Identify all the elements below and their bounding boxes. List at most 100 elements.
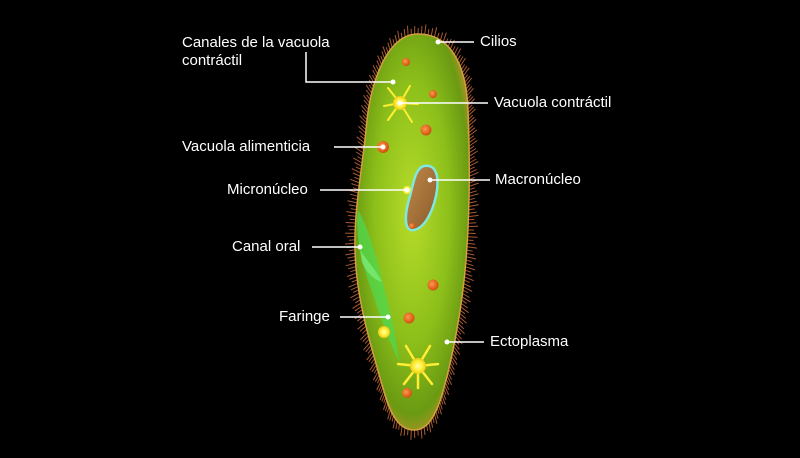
cilium xyxy=(468,193,479,197)
cilium xyxy=(463,283,472,288)
cilium xyxy=(420,428,423,439)
cilium xyxy=(468,116,475,123)
cilium xyxy=(348,204,357,207)
cilium xyxy=(466,86,473,93)
cilium xyxy=(351,197,358,201)
cilium xyxy=(344,242,355,245)
cilium xyxy=(467,96,474,103)
cilium xyxy=(365,345,372,353)
cilium xyxy=(468,129,478,137)
cilium xyxy=(353,289,359,293)
leader-canales xyxy=(305,52,393,83)
cilium xyxy=(441,395,446,405)
cilium xyxy=(447,372,453,380)
cilium xyxy=(468,145,475,150)
cilium xyxy=(466,252,475,256)
cilium xyxy=(468,208,475,211)
cilium xyxy=(357,322,366,330)
cilium xyxy=(350,286,359,291)
cilium xyxy=(387,42,391,51)
cilium xyxy=(463,286,473,292)
cilium xyxy=(365,89,372,97)
cilium xyxy=(469,171,479,177)
cilium xyxy=(379,390,385,401)
cilium xyxy=(467,108,476,117)
cilium xyxy=(350,269,357,273)
cilium xyxy=(361,110,368,117)
label-cilios: Cilios xyxy=(480,33,517,50)
cilium xyxy=(400,32,403,39)
cilium xyxy=(439,401,443,410)
cilium xyxy=(468,190,477,194)
label-macronucleo: Macronúcleo xyxy=(495,171,581,188)
cilium xyxy=(438,404,442,415)
cilium xyxy=(455,332,462,340)
cilium xyxy=(430,419,434,428)
cilium xyxy=(465,259,472,263)
cilium xyxy=(398,423,400,430)
cilium xyxy=(359,319,365,324)
cilium xyxy=(381,51,386,59)
cilium xyxy=(467,242,476,245)
cilium xyxy=(350,178,360,184)
cilium xyxy=(468,204,479,207)
cilium xyxy=(439,32,444,41)
cilium xyxy=(355,151,364,157)
cilium xyxy=(423,426,426,436)
cilium xyxy=(362,335,369,342)
cilium xyxy=(468,127,476,134)
label-vacuola-alimenticia: Vacuola alimenticia xyxy=(182,138,311,155)
cilium xyxy=(468,137,476,144)
leader-dots xyxy=(357,39,450,345)
cilium xyxy=(461,65,468,74)
cilium xyxy=(357,141,365,147)
cilium xyxy=(468,222,477,224)
cilium xyxy=(469,166,475,171)
label-micronucleo: Micronúcleo xyxy=(227,181,308,198)
cilium xyxy=(371,364,377,373)
label-vacuola-contractil: Vacuola contráctil xyxy=(494,94,612,111)
label-canal-oral: Canal oral xyxy=(232,238,301,255)
cilium xyxy=(382,46,387,56)
cilium xyxy=(453,342,460,350)
label-faringe: Faringe xyxy=(279,308,330,325)
cilium xyxy=(467,98,476,107)
cilium xyxy=(446,375,453,386)
cilium xyxy=(464,75,471,83)
cilium xyxy=(460,302,468,309)
cilium xyxy=(350,292,360,299)
cilium xyxy=(397,30,400,41)
cilium xyxy=(469,169,477,174)
cilium xyxy=(442,391,447,400)
cilium xyxy=(469,158,477,164)
cilium xyxy=(354,176,361,181)
cilium xyxy=(468,218,475,221)
cilium xyxy=(453,346,461,355)
cilium xyxy=(468,135,475,140)
cilium xyxy=(407,25,409,36)
cilium xyxy=(380,55,384,62)
cilium xyxy=(349,249,356,252)
cilium xyxy=(468,197,475,201)
cilium xyxy=(455,48,462,58)
cilium xyxy=(466,246,477,249)
cilium xyxy=(347,200,358,204)
cilium xyxy=(376,380,382,391)
cilium xyxy=(392,418,396,429)
cilium xyxy=(356,136,365,144)
cilium xyxy=(467,236,478,238)
cilium xyxy=(458,56,464,64)
pharynx-vacuole xyxy=(378,326,390,338)
cilium xyxy=(451,356,458,365)
cilium xyxy=(467,239,474,241)
cilium xyxy=(370,358,375,364)
cilium xyxy=(353,157,363,164)
cilium xyxy=(468,211,477,214)
cilium xyxy=(345,252,356,256)
cilium xyxy=(464,273,473,277)
cilium xyxy=(463,279,470,284)
cilium xyxy=(468,200,477,204)
cilium xyxy=(372,64,379,75)
cilium xyxy=(462,293,470,298)
